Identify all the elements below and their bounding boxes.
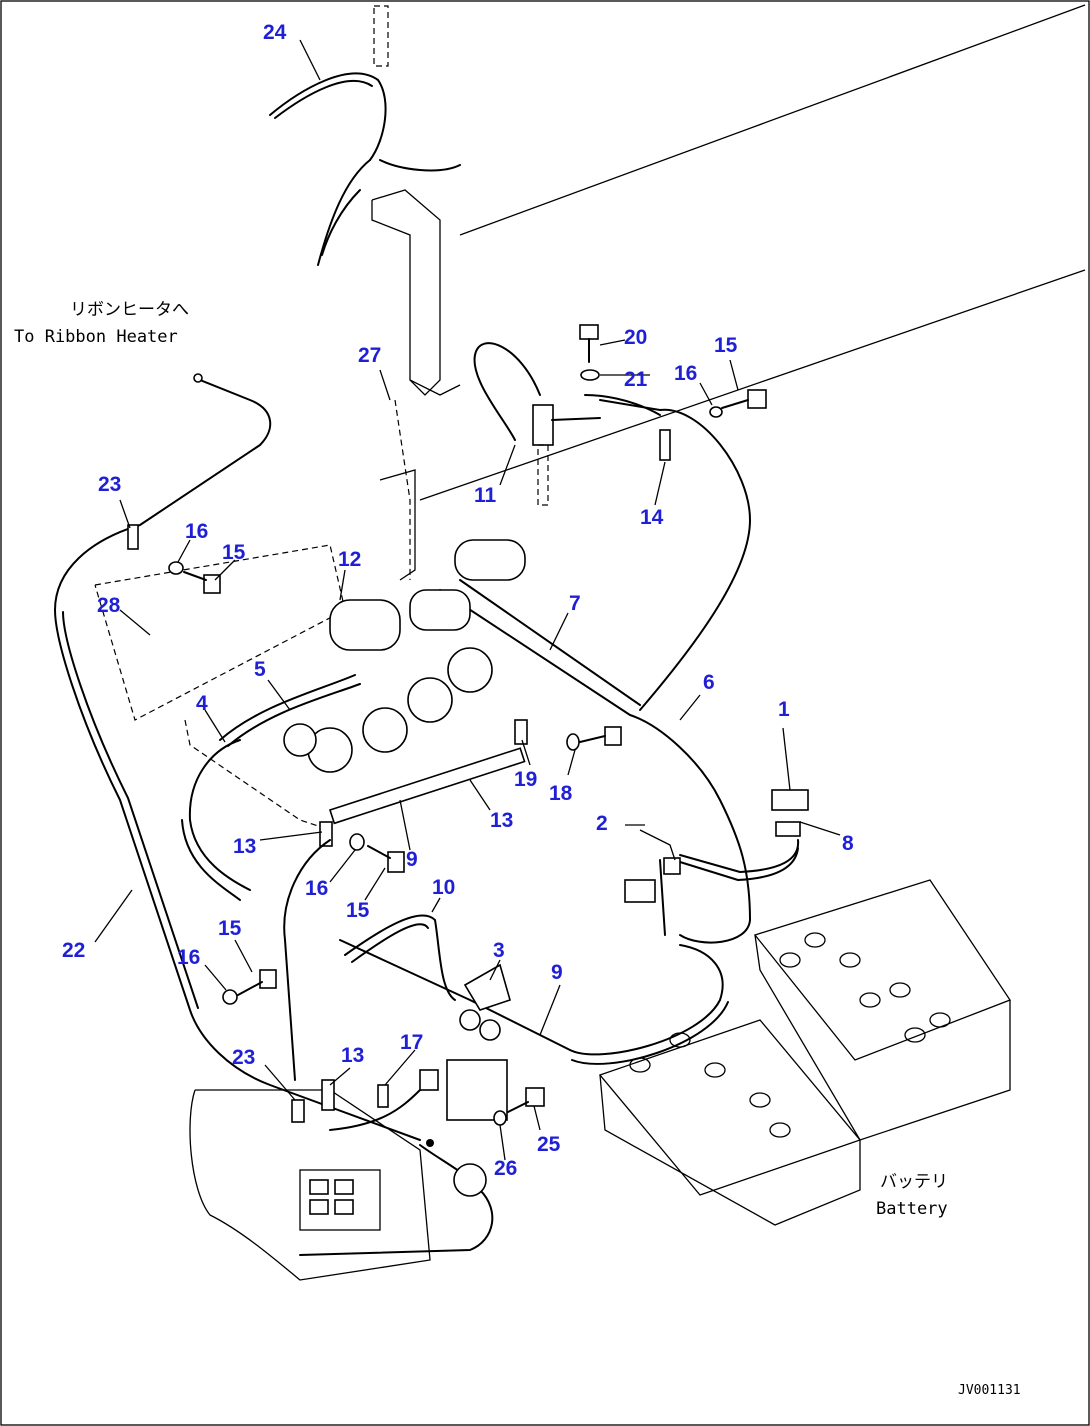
callout-5: 5 [254, 658, 266, 681]
callout-26: 26 [494, 1157, 517, 1180]
callout-11: 11 [474, 484, 497, 507]
clamp-lower [127, 524, 335, 1123]
callout-8: 8 [842, 832, 854, 855]
ribbon-heater-note-en: To Ribbon Heater [14, 327, 178, 347]
callout-22: 22 [62, 939, 85, 962]
sensor-11 [473, 342, 601, 506]
callout-23: 23 [232, 1046, 255, 1069]
callout-20: 20 [624, 326, 647, 349]
callout-23: 23 [98, 473, 121, 496]
battery-note-en: Battery [876, 1199, 948, 1219]
harness-22 [54, 373, 421, 1141]
harness-24 [269, 72, 461, 266]
drawing-reference-code: JV001131 [958, 1383, 1021, 1398]
relay-lower [426, 1139, 487, 1197]
callout-2: 2 [596, 812, 608, 835]
callout-15: 15 [218, 917, 242, 940]
switch-assembly [219, 539, 526, 773]
cab-panel-outline [419, 4, 1086, 501]
battery-rear [753, 879, 1011, 1141]
callout-12: 12 [338, 548, 361, 571]
callout-13: 13 [341, 1044, 364, 1067]
callout-15: 15 [714, 334, 738, 357]
bolt-18 [566, 726, 622, 751]
callout-16: 16 [305, 877, 328, 900]
ribbon-heater-note-jp: リボンヒータへ [70, 300, 189, 320]
callout-6: 6 [703, 671, 715, 694]
bolt-20 [579, 324, 600, 381]
callout-13: 13 [490, 809, 513, 832]
callout-9: 9 [406, 848, 418, 871]
harness-13 [181, 719, 528, 1081]
callout-16: 16 [185, 520, 208, 543]
sensor-1 [679, 789, 809, 881]
callout-3: 3 [493, 939, 505, 962]
callout-13: 13 [233, 835, 256, 858]
clamp-14 [659, 429, 671, 461]
callout-18: 18 [549, 782, 573, 805]
top-bolt [373, 5, 389, 67]
callout-10: 10 [432, 876, 455, 899]
callout-24: 24 [263, 21, 287, 44]
harness-10-3-9 [339, 914, 729, 1065]
bolt-15-upper [709, 389, 767, 418]
callout-28: 28 [97, 594, 121, 617]
callout-9: 9 [551, 961, 563, 984]
bolt-25 [493, 1087, 545, 1126]
callout-21: 21 [624, 368, 648, 391]
callout-1: 1 [778, 698, 790, 721]
bolt-15-lower [222, 969, 277, 1005]
callout-16: 16 [674, 362, 697, 385]
bolt-15-left [168, 561, 221, 594]
callout-25: 25 [537, 1133, 561, 1156]
connector-2 [624, 829, 681, 936]
callout-27: 27 [358, 344, 381, 367]
leader-lines [94, 39, 841, 1161]
callout-4: 4 [196, 692, 208, 715]
battery-front [598, 1019, 862, 1226]
callout-19: 19 [514, 768, 537, 791]
harness-7-6 [439, 394, 751, 944]
callout-16: 16 [177, 946, 200, 969]
callout-14: 14 [640, 506, 664, 529]
callout-15: 15 [346, 899, 370, 922]
battery-note-jp: バッテリ [880, 1172, 948, 1192]
callout-7: 7 [569, 592, 581, 615]
bolt-15-middle [349, 833, 405, 873]
callout-15: 15 [222, 541, 246, 564]
relay-17 [329, 1059, 508, 1131]
mount-bracket [371, 189, 461, 581]
callout-17: 17 [400, 1031, 423, 1054]
